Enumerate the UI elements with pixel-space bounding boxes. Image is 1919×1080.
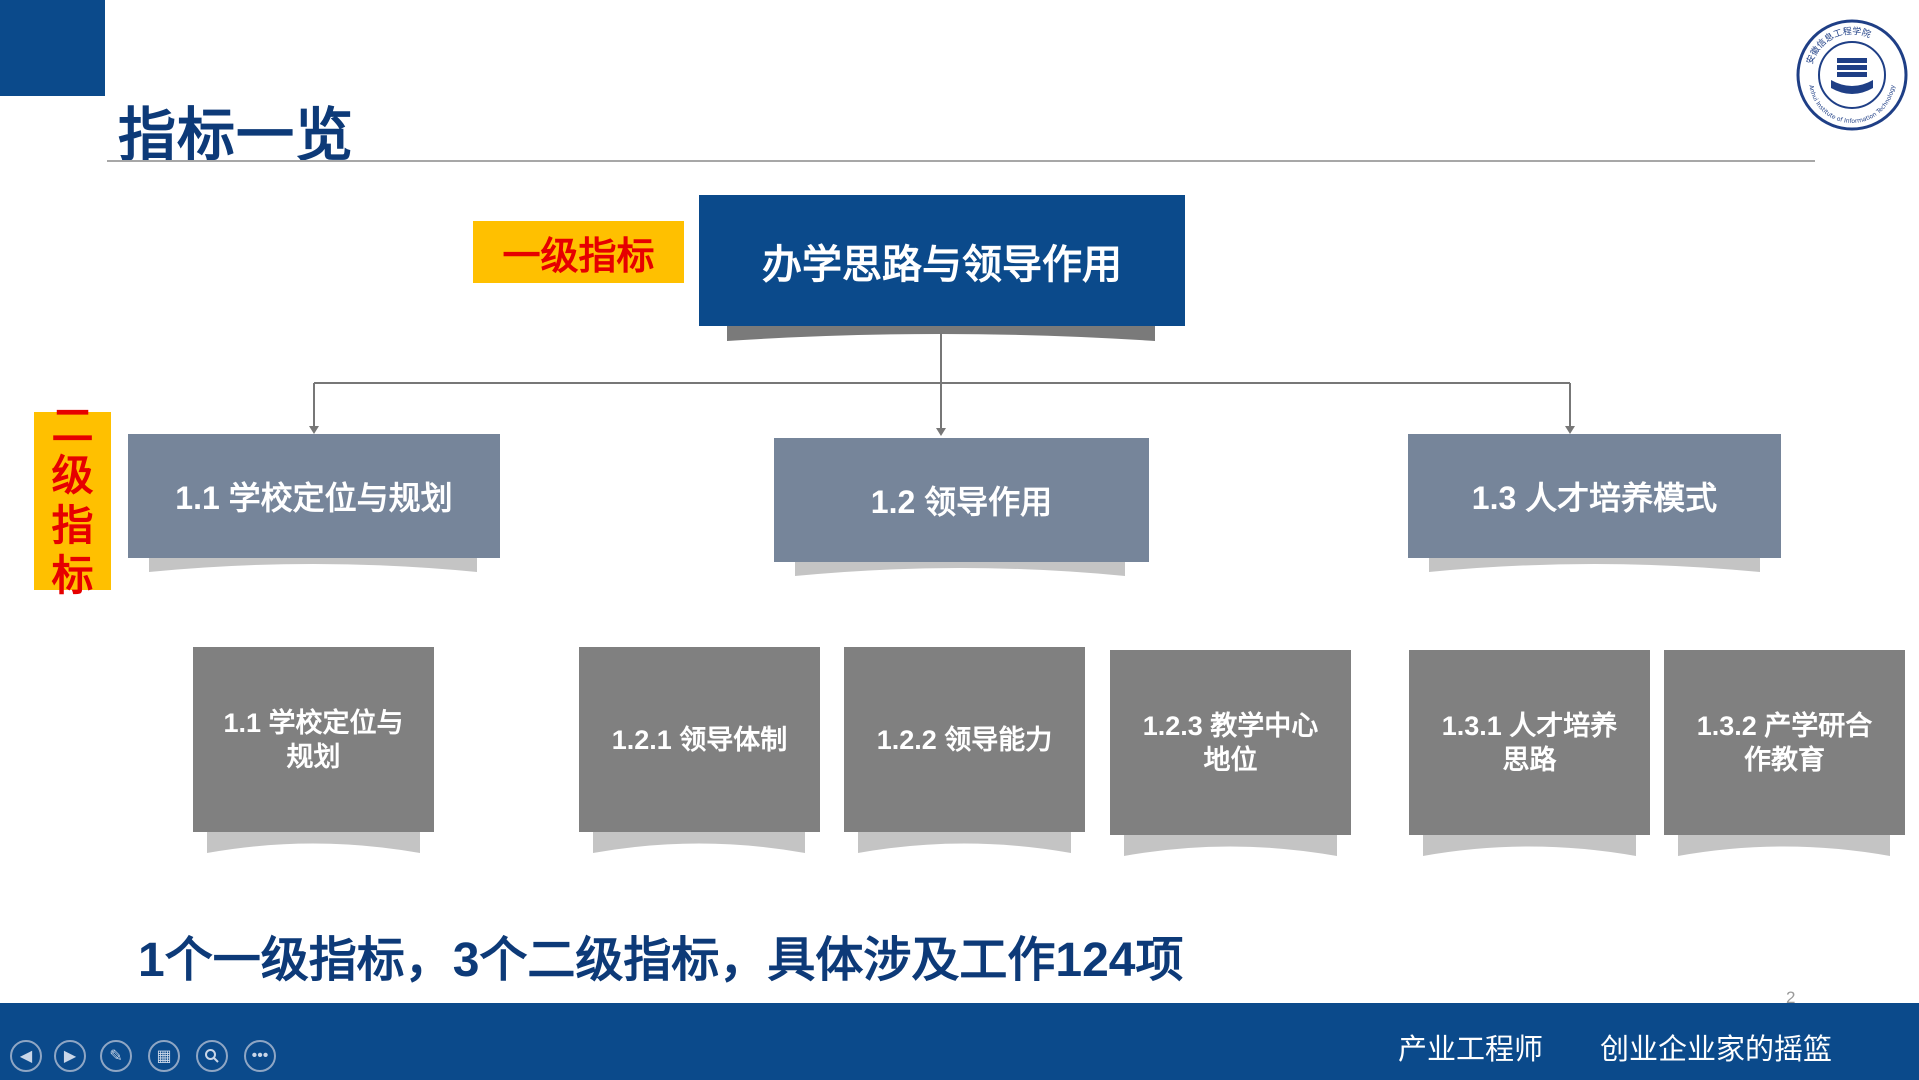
- footer-slogan-left: 产业工程师: [1398, 1034, 1544, 1066]
- level3-line: 1.2.1 领导体制: [611, 724, 788, 755]
- prev-slide-button[interactable]: ◀: [10, 1040, 42, 1072]
- level2-tag-char: 指: [51, 502, 94, 549]
- level3-line: 1.2.3 教学中心: [1142, 710, 1319, 741]
- level2-tag: 二 级 指 标: [34, 402, 111, 599]
- level2-box-1-3: 1.3 人才培养模式: [1408, 434, 1781, 558]
- level2-box-1-2: 1.2 领导作用: [774, 438, 1149, 562]
- level3-box-1-3-2: 1.3.2 产学研合作教育: [1664, 650, 1905, 835]
- level2-tag-char: 标: [51, 552, 94, 599]
- pen-icon: ✎: [109, 1048, 123, 1065]
- next-slide-button[interactable]: ▶: [54, 1040, 86, 1072]
- level1-tag: 一级指标: [473, 221, 684, 283]
- level3-line: 思路: [1502, 744, 1557, 775]
- level3-line: 作教育: [1744, 744, 1825, 775]
- zoom-button[interactable]: [196, 1040, 228, 1072]
- level2-tag-char: 级: [51, 452, 94, 499]
- pen-tool-button[interactable]: ✎: [100, 1040, 132, 1072]
- level3-box-1-2-2: 1.2.2 领导能力: [844, 647, 1085, 832]
- more-options-button[interactable]: •••: [244, 1040, 276, 1072]
- slide-title: 指标一览: [118, 103, 355, 168]
- level3-line: 1.3.1 人才培养: [1441, 710, 1618, 741]
- zoom-icon: [205, 1049, 219, 1063]
- prev-icon: ◀: [19, 1048, 33, 1065]
- level3-line: 1.3.2 产学研合: [1696, 710, 1873, 741]
- school-logo: 安徽信息工程学院 Anhui Institute of Information …: [1795, 18, 1909, 132]
- level3-box-1-3-1: 1.3.1 人才培养思路: [1409, 650, 1650, 835]
- level3-line: 地位: [1203, 744, 1258, 775]
- footer-slogan-right: 创业企业家的摇篮: [1600, 1034, 1833, 1066]
- all-slides-button[interactable]: ▦: [148, 1040, 180, 1072]
- level3-line: 1.1 学校定位与: [223, 707, 404, 738]
- footer-bar: [0, 1003, 1919, 1080]
- level3-box-1-2-3: 1.2.3 教学中心地位: [1110, 650, 1351, 835]
- level3-box-1-2-1: 1.2.1 领导体制: [579, 647, 820, 832]
- level2-tag-char: 二: [51, 402, 94, 449]
- level3-box-1-1: 1.1 学校定位与规划: [193, 647, 434, 832]
- next-icon: ▶: [63, 1048, 77, 1065]
- level1-box: 办学思路与领导作用: [699, 195, 1185, 326]
- summary-text: 1个一级指标，3个二级指标，具体涉及工作124项: [138, 934, 1184, 987]
- more-icon: •••: [251, 1047, 269, 1064]
- level2-box-1-1: 1.1 学校定位与规划: [128, 434, 500, 558]
- title-divider: [107, 160, 1815, 162]
- page-number: 2: [1786, 988, 1796, 1007]
- level3-line: 规划: [286, 741, 341, 772]
- level3-line: 1.2.2 领导能力: [876, 724, 1053, 755]
- slides-icon: ▦: [156, 1048, 172, 1065]
- corner-accent: [0, 0, 105, 96]
